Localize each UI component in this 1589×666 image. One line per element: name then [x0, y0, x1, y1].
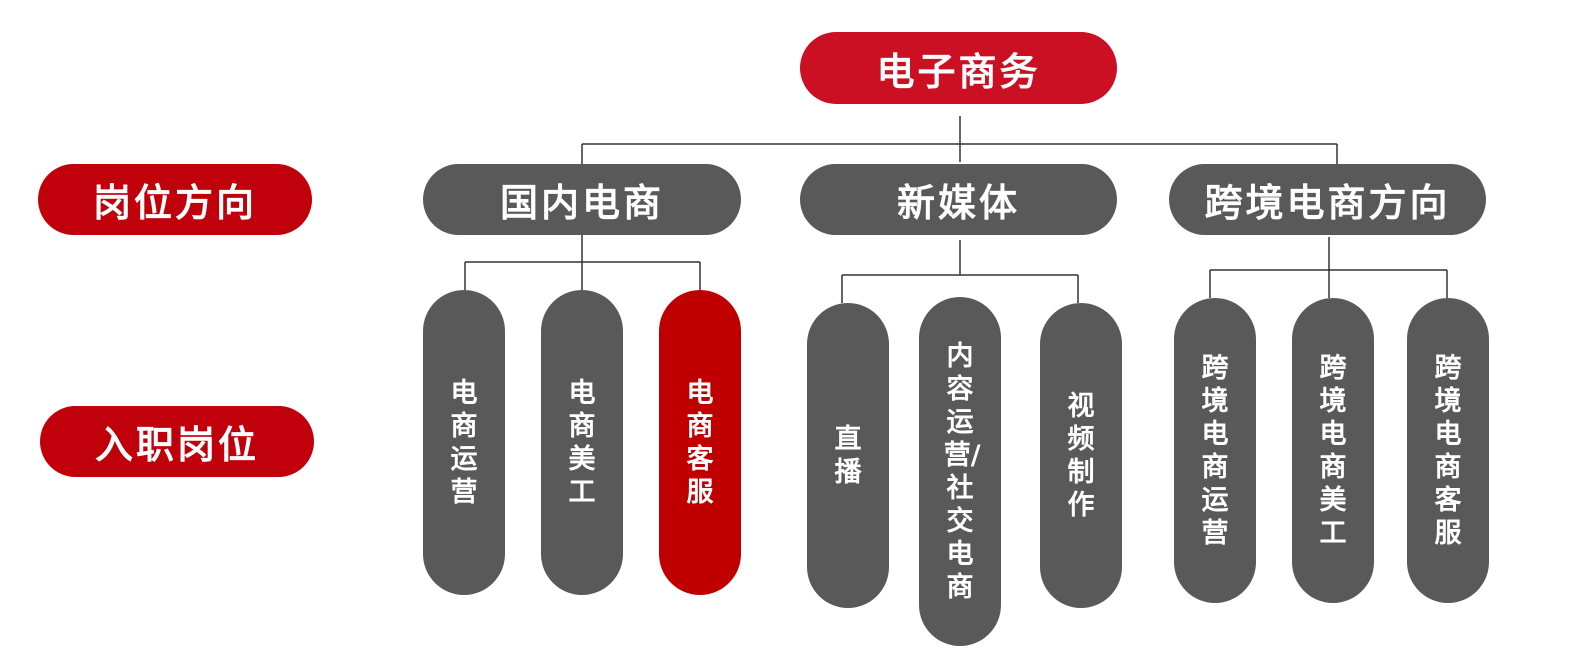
position-cross-border-customer-service: 跨境电商客服	[1407, 298, 1489, 603]
position-live-streaming: 直播	[807, 303, 889, 608]
direction-new-media: 新媒体	[800, 164, 1117, 235]
position-ecommerce-customer-service: 电商客服	[659, 290, 741, 595]
direction-cross-border: 跨境电商方向	[1169, 164, 1486, 235]
row-label-direction: 岗位方向	[38, 164, 312, 235]
root-node: 电子商务	[800, 32, 1117, 104]
position-content-social-commerce: 内容运营/社交电商	[919, 297, 1001, 646]
row-label-entry: 入职岗位	[40, 406, 314, 477]
position-cross-border-designer: 跨境电商美工	[1292, 298, 1374, 603]
position-cross-border-operations: 跨境电商运营	[1174, 298, 1256, 603]
position-video-production: 视频制作	[1040, 303, 1122, 608]
position-ecommerce-operations: 电商运营	[423, 290, 505, 595]
direction-domestic: 国内电商	[423, 164, 741, 235]
position-ecommerce-designer: 电商美工	[541, 290, 623, 595]
